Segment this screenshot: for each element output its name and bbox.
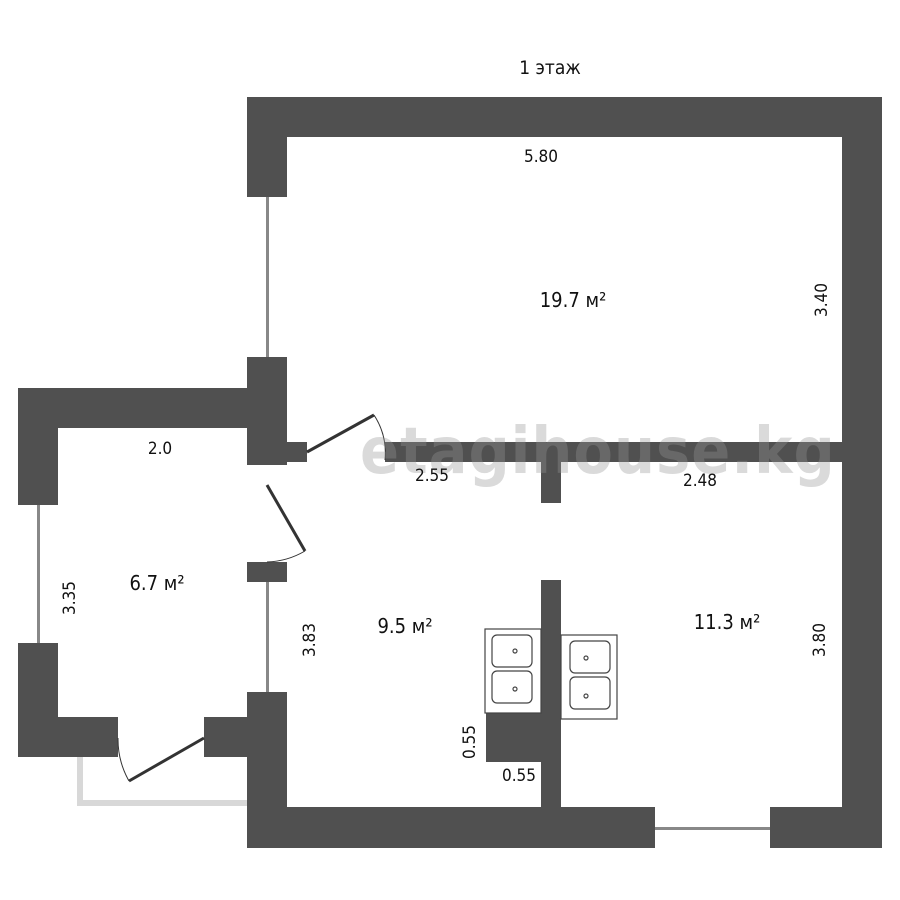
- wall-right: [842, 97, 882, 848]
- wall-left-room-bottom: [18, 717, 118, 757]
- dimension-length: 3.80: [810, 622, 830, 658]
- dimension-length: 3.35: [60, 580, 80, 616]
- dimension-length: 3.83: [300, 622, 320, 658]
- window: [266, 197, 269, 357]
- wall-middle: [287, 442, 307, 462]
- dimension-width: 2.55: [414, 466, 450, 486]
- wall-left-main: [247, 562, 287, 582]
- niche-depth: 0.55: [460, 724, 480, 760]
- window: [37, 505, 40, 643]
- floor-title: 1 этаж: [519, 57, 581, 79]
- wall-left-main: [247, 692, 287, 848]
- window: [266, 582, 269, 692]
- door: [117, 736, 205, 783]
- dimension-width: 2.48: [682, 471, 718, 491]
- wall-left-room-left: [18, 388, 58, 505]
- watermark: etagihouse.kg: [360, 415, 836, 489]
- wall-left-room-bottom: [204, 717, 287, 757]
- dimension-width: 2.0: [147, 439, 173, 459]
- niche-width: 0.55: [501, 766, 537, 786]
- balcony-outline: [77, 757, 247, 806]
- door: [306, 413, 386, 461]
- door: [265, 484, 307, 563]
- dimension-length: 3.40: [812, 282, 832, 318]
- room-area: 11.3 м²: [693, 610, 761, 634]
- wall-bottom: [247, 807, 655, 848]
- sink-icon: [560, 634, 618, 720]
- wall-partition: [541, 580, 561, 807]
- room-area: 6.7 м²: [129, 571, 185, 595]
- wall-middle: [385, 442, 842, 462]
- wall-left-room-top: [18, 388, 287, 428]
- wall-bottom: [770, 807, 882, 848]
- wall-niche: [486, 713, 541, 762]
- wall-top: [247, 97, 882, 137]
- window: [655, 827, 770, 830]
- room-area: 19.7 м²: [539, 288, 607, 312]
- wall-left-main: [247, 97, 287, 197]
- wall-partition: [541, 462, 561, 503]
- dimension-width: 5.80: [523, 147, 559, 167]
- sink-icon: [484, 628, 542, 714]
- room-area: 9.5 м²: [377, 614, 433, 638]
